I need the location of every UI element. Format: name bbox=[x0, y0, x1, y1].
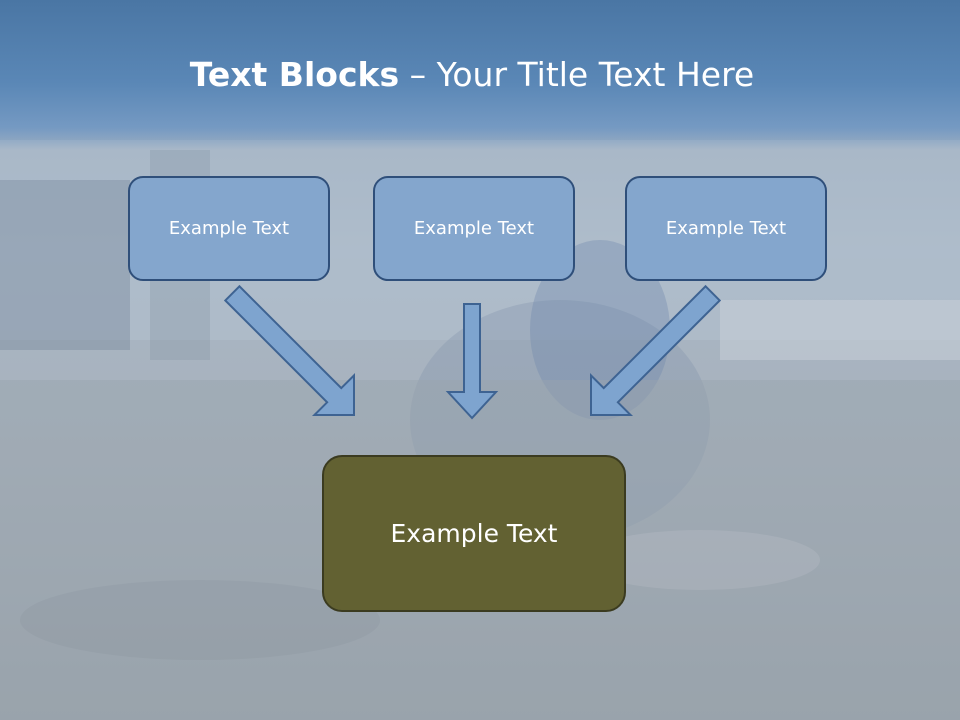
slide-title: Text Blocks – Your Title Text Here bbox=[0, 52, 944, 98]
target-block-label: Example Text bbox=[390, 519, 558, 548]
title-dash: – bbox=[399, 55, 437, 94]
text-block-2[interactable]: Example Text bbox=[373, 176, 575, 281]
arrow-right bbox=[590, 284, 722, 416]
title-band bbox=[0, 0, 960, 150]
text-block-3[interactable]: Example Text bbox=[625, 176, 827, 281]
text-block-3-label: Example Text bbox=[665, 218, 787, 239]
arrow-left bbox=[223, 284, 355, 416]
text-block-1-label: Example Text bbox=[168, 218, 290, 239]
title-bold: Text Blocks bbox=[189, 55, 400, 94]
title-rest: Your Title Text Here bbox=[436, 55, 755, 94]
target-block[interactable]: Example Text bbox=[322, 455, 626, 612]
arrow-center bbox=[445, 303, 499, 420]
text-block-2-label: Example Text bbox=[413, 218, 535, 239]
text-block-1[interactable]: Example Text bbox=[128, 176, 330, 281]
